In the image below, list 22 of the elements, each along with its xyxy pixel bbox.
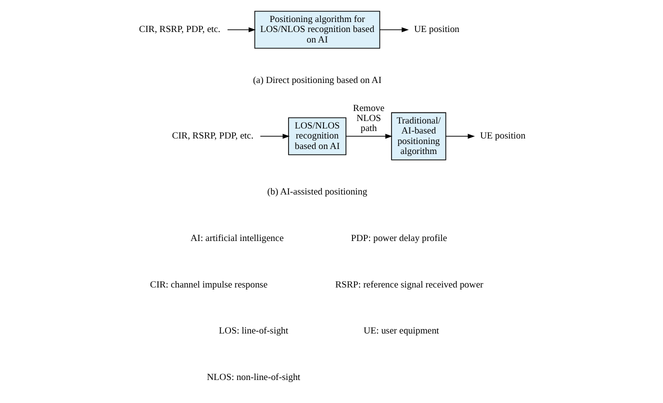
label: LOS: line-of-sight: [218, 326, 288, 337]
node-text: UE position: [480, 132, 525, 142]
arrow: [345, 134, 392, 139]
label: PDP: power delay profile: [350, 234, 447, 244]
label: (a) Direct positioning based on AI: [252, 76, 382, 86]
label: UE: user equipment: [363, 326, 439, 337]
node-box: Positioning algorithm for LOS/NLOS recognition based on AI: [254, 10, 380, 49]
label: NLOS: non-line-of-sight: [206, 373, 300, 384]
node-box: LOS/NLOS recognition based on AI: [288, 117, 346, 156]
arrow: [259, 134, 290, 139]
node-text: UE position: [414, 25, 459, 36]
label: AI: artificial intelligence: [190, 234, 284, 244]
label: RSRP: reference signal received power: [334, 280, 483, 290]
edge-label: Remove NLOS path: [352, 104, 384, 134]
arrow: [445, 134, 474, 139]
label: (b) AI-assisted positioning: [266, 188, 367, 198]
node-box: Traditional/ AI-based positioning algorithm: [390, 112, 446, 160]
node-text: CIR, RSRP, PDP, etc.: [138, 25, 220, 36]
node-text: CIR, RSRP, PDP, etc.: [172, 132, 253, 142]
label: CIR: channel impulse response: [150, 280, 268, 290]
arrow: [226, 27, 256, 32]
arrow: [378, 27, 408, 32]
